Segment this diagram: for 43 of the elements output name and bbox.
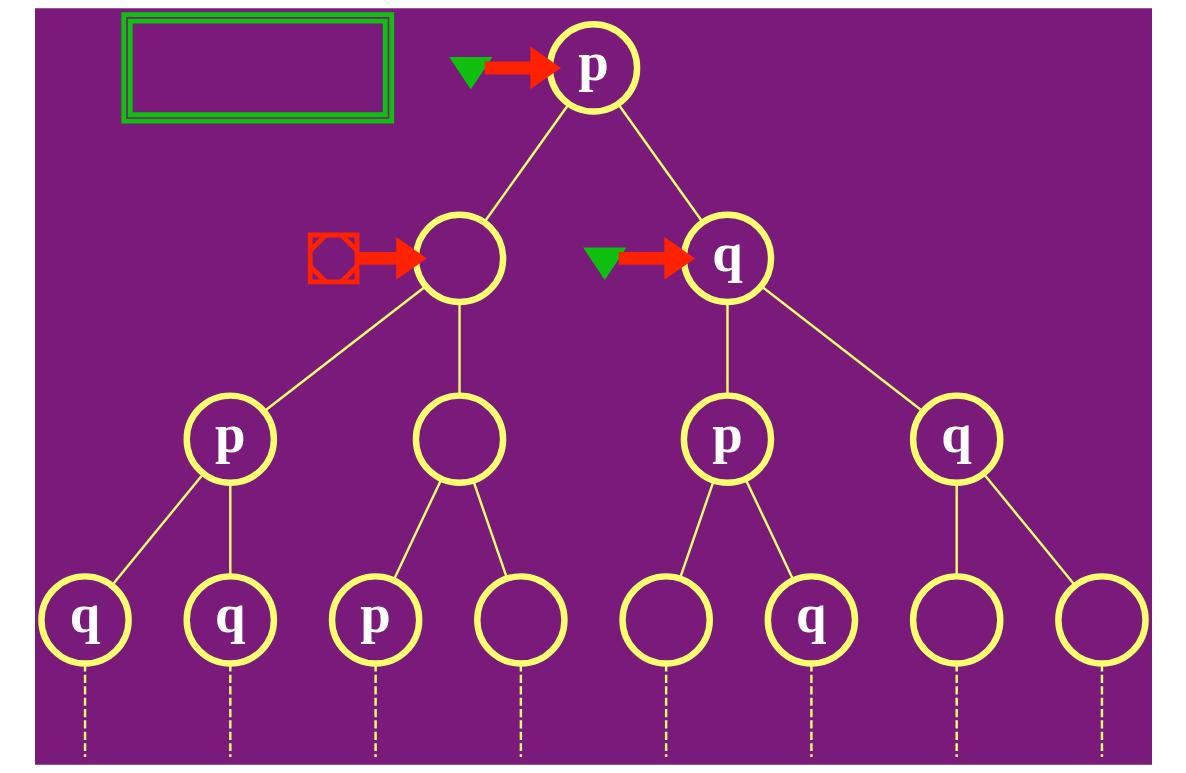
- node-circle: p: [680, 392, 774, 486]
- connector: [263, 285, 426, 413]
- connector: [743, 478, 794, 581]
- connector: [457, 302, 461, 396]
- node-box: [120, 12, 394, 124]
- node-circle: [1054, 573, 1149, 667]
- connector: [471, 480, 508, 579]
- connector: [616, 103, 704, 223]
- node-circle: [412, 392, 506, 486]
- connector: [809, 663, 813, 757]
- node-circle: q: [680, 211, 774, 306]
- node-circle: q: [909, 392, 1003, 486]
- connector: [725, 302, 729, 396]
- node-circle: [473, 573, 568, 667]
- node-circle: q: [764, 573, 858, 667]
- connector: [760, 285, 923, 413]
- connector: [982, 473, 1076, 587]
- connector: [482, 103, 570, 223]
- connector: [1100, 663, 1103, 757]
- node-circle: p: [546, 21, 640, 115]
- node-checkmark: [582, 247, 626, 281]
- connector: [519, 663, 522, 757]
- connector: [110, 473, 204, 587]
- connector: [664, 663, 667, 757]
- node-circle: p: [328, 573, 422, 667]
- node-circle: [618, 573, 713, 667]
- arrow: [356, 236, 427, 280]
- connector: [955, 663, 958, 757]
- node-circle: [909, 573, 1003, 667]
- connector: [955, 482, 958, 576]
- connector: [678, 480, 715, 579]
- connector: [228, 482, 231, 576]
- node-checkmark: [448, 57, 492, 90]
- connector: [392, 478, 443, 581]
- arrow: [618, 236, 695, 280]
- node-circle: q: [183, 573, 277, 667]
- node-circle: p: [183, 392, 277, 486]
- arrow: [484, 46, 561, 90]
- connector: [228, 663, 231, 757]
- node-circle: q: [37, 573, 132, 667]
- node-circle: [412, 211, 506, 306]
- connector: [83, 663, 86, 757]
- connector: [373, 663, 377, 757]
